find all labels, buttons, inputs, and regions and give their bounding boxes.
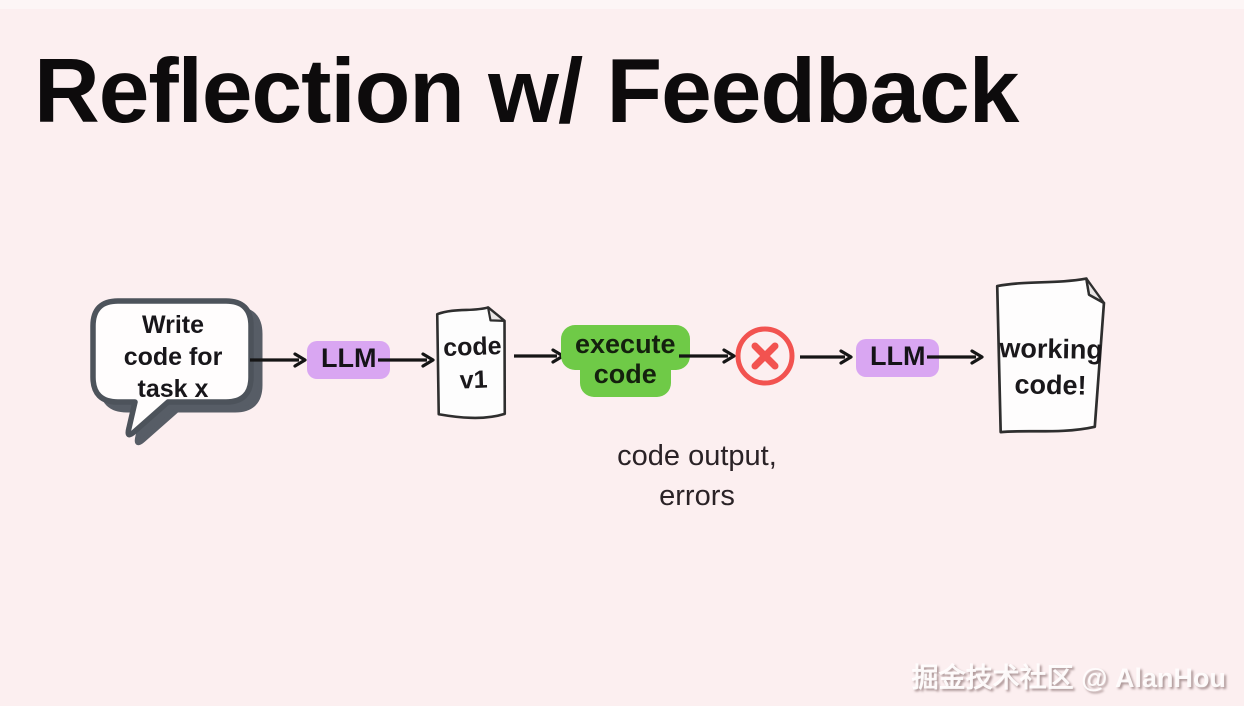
llm-node-1: LLM [307,341,391,379]
input-bubble-text: Write code for task x [98,309,248,405]
document-icon [435,306,507,420]
arrow-right-icon [800,349,853,365]
speech-bubble-icon [90,298,263,446]
execute-code-node: execute code [561,325,690,398]
working-code-line: working [999,333,1104,365]
document-icon [995,277,1106,434]
x-circle-icon [735,326,795,386]
error-note-line: code output, [617,440,777,472]
input-bubble-line: Write [141,311,205,339]
input-speech-bubble: Write code for task x [88,296,266,448]
execute-code-line: code [579,359,671,398]
working-code-label: working code! [982,330,1119,404]
error-note: code output, errors [552,436,842,516]
code-v1-label: code v1 [428,329,518,398]
working-code-line: code! [1014,369,1087,401]
llm-node-2: LLM [856,339,940,377]
watermark: 掘金技术社区 @ AlanHou [911,663,1226,693]
input-bubble-line: code for [123,343,223,371]
arrow-right-icon [679,348,736,364]
top-sheen-divider [0,0,1244,9]
error-note-line: errors [659,480,735,512]
arrow-right-icon [514,348,565,364]
code-v1-line: code [442,332,503,363]
code-v1-line: v1 [459,365,488,395]
arrow-right-icon [250,352,307,368]
working-code-document: working code! [982,272,1121,442]
arrow-right-icon [378,352,435,368]
code-v1-document: code v1 [427,302,519,427]
page-title: Reflection w/ Feedback [34,41,1019,142]
input-bubble-line: task x [137,375,209,403]
arrow-right-icon [927,349,984,365]
